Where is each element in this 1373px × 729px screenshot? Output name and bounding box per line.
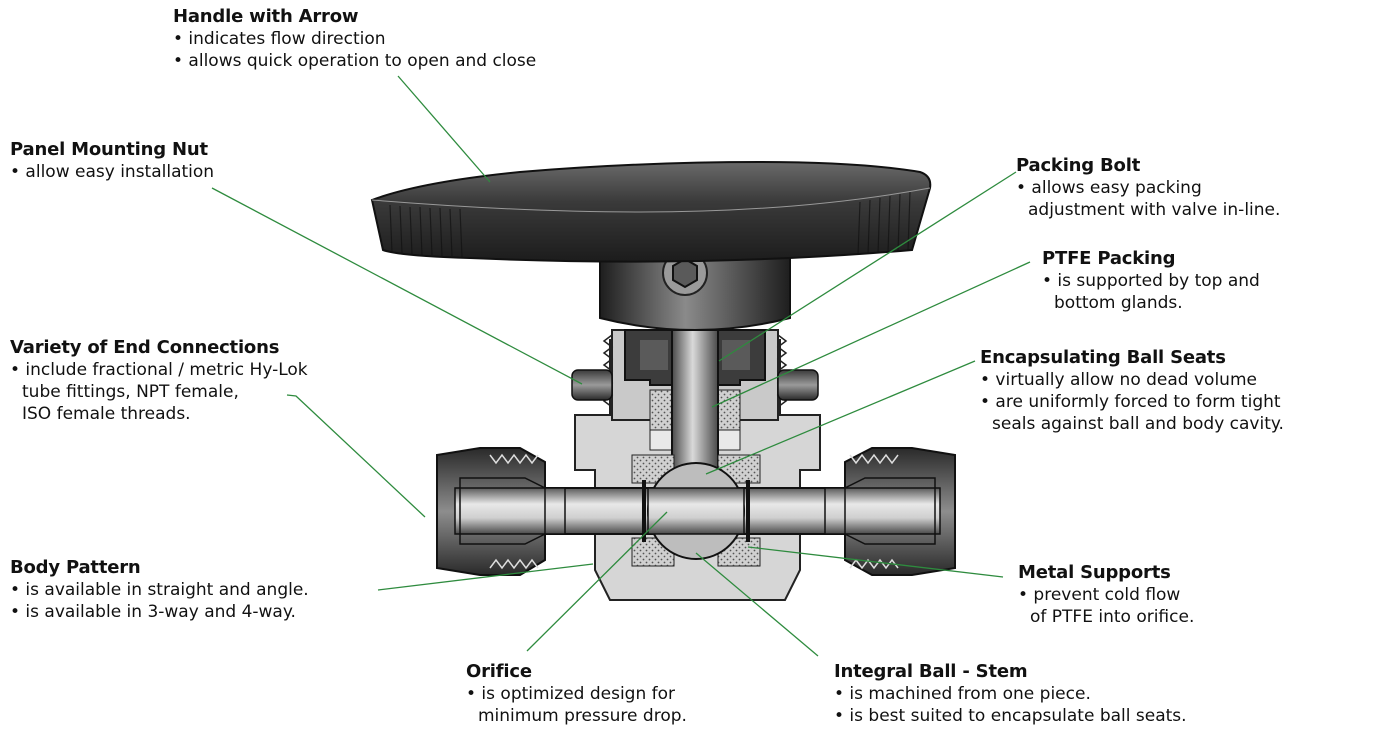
callout-handle: Handle with Arrow • indicates flow direc… [173,6,536,72]
callout-title: Encapsulating Ball Seats [980,347,1226,368]
callout-line: • virtually allow no dead volume [980,370,1257,390]
callout-title: Integral Ball - Stem [834,661,1028,682]
callout-line: • is supported by top and [1042,271,1260,291]
callout-line: • prevent cold flow [1018,585,1181,605]
callout-line: ISO female threads. [22,404,191,424]
callout-title: Handle with Arrow [173,6,359,27]
callout-line: • is best suited to encapsulate ball sea… [834,706,1187,726]
callout-title: Variety of End Connections [10,337,280,358]
callout-title: Packing Bolt [1016,155,1141,176]
callout-line: • indicates flow direction [173,29,386,49]
ball [642,462,750,560]
callout-title: Body Pattern [10,557,141,578]
callout-title: Orifice [466,661,532,682]
callout-line: • allow easy installation [10,162,215,182]
leader-orifice [526,511,668,652]
leader-end-connections [286,394,426,518]
leader-body-pattern [377,563,594,591]
leader-panel-nut [211,187,583,385]
callout-line: • are uniformly forced to form tight [980,392,1281,412]
callout-ball-seats: Encapsulating Ball Seats • virtually all… [980,347,1284,435]
callout-line: • is optimized design for [466,684,676,704]
callout-ball-stem: Integral Ball - Stem • is machined from … [834,661,1187,727]
callout-metal-supports: Metal Supports • prevent cold flow of PT… [1018,562,1194,628]
leader-handle [397,75,491,183]
callout-line: • allows easy packing [1016,178,1202,198]
left-end-connection [436,447,566,576]
right-end-connection [824,447,956,576]
callout-title: Metal Supports [1018,562,1171,583]
leader-packing-bolt [718,171,1017,362]
panel-mounting-nut [571,369,819,401]
callout-line: seals against ball and body cavity. [992,414,1284,434]
callout-line: adjustment with valve in-line. [1028,200,1281,220]
leader-metal-supports [747,546,1004,578]
ptfe-packing [649,389,741,451]
stem [671,329,719,469]
handle [370,160,932,263]
callout-line: • allows quick operation to open and clo… [173,51,537,71]
callout-line: of PTFE into orifice. [1030,607,1195,627]
callout-line: • is available in 3-way and 4-way. [10,602,296,622]
callout-line: • is machined from one piece. [834,684,1091,704]
callout-title: PTFE Packing [1042,248,1176,269]
callout-title: Panel Mounting Nut [10,139,208,160]
callout-packing-bolt: Packing Bolt • allows easy packing adjus… [1016,155,1280,221]
leader-ball-seats [705,360,976,475]
callout-panel-nut: Panel Mounting Nut • allow easy installa… [10,139,214,183]
callout-line: tube fittings, NPT female, [22,382,239,402]
leader-lines [211,75,1031,657]
callout-body-pattern: Body Pattern • is available in straight … [10,557,309,623]
handle-hub [599,250,791,331]
callout-ptfe-packing: PTFE Packing • is supported by top and b… [1042,248,1260,314]
callout-end-connections: Variety of End Connections • include fra… [10,337,308,425]
leader-ball-stem [695,552,819,657]
leader-ptfe [711,261,1031,408]
callout-line: bottom glands. [1054,293,1183,313]
callout-line: minimum pressure drop. [478,706,687,726]
callout-orifice: Orifice • is optimized design for minimu… [466,661,687,727]
callout-line: • is available in straight and angle. [10,580,309,600]
callout-line: • include fractional / metric Hy-Lok [10,360,308,380]
